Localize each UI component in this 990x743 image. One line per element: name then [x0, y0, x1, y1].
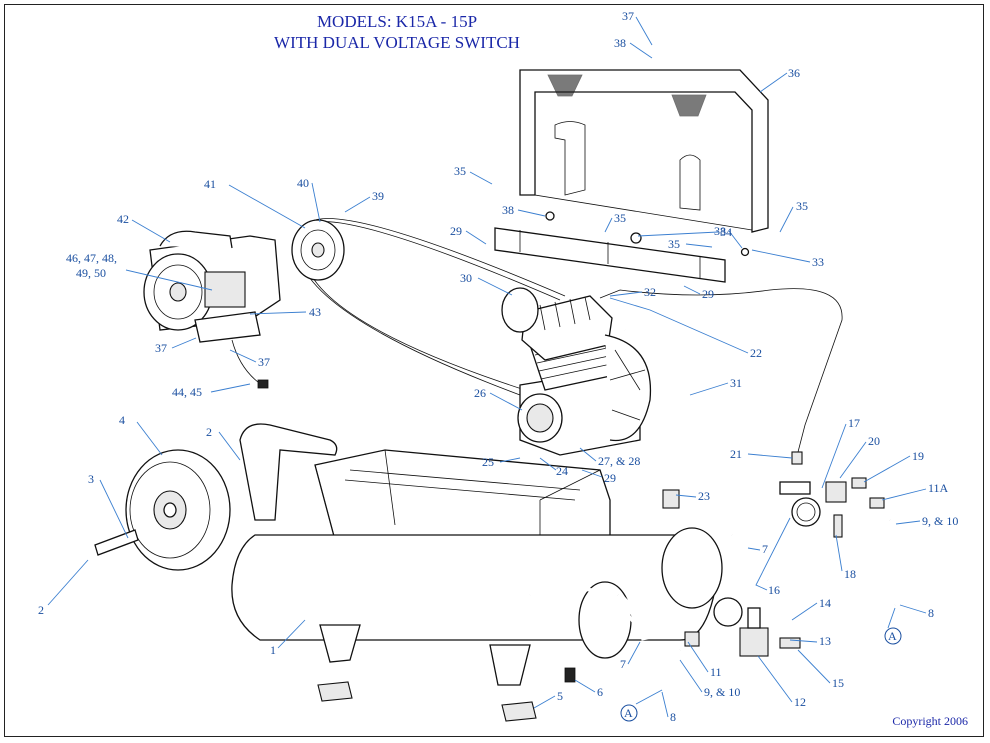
outlet-tube: [624, 328, 686, 509]
callout-40: 40: [297, 176, 309, 190]
callout-2: 2: [38, 603, 44, 617]
diagram-frame: [4, 4, 984, 737]
callout-34: 34: [720, 225, 732, 239]
callout-27-28: 27, & 28: [598, 454, 640, 468]
copyright-note: Copyright 2006: [892, 714, 968, 728]
callout-17: 17: [848, 416, 860, 430]
callout-14: 14: [819, 596, 831, 610]
callout-3: 3: [88, 472, 94, 486]
callout-43: 43: [309, 305, 321, 319]
callout-32: 32: [644, 285, 656, 299]
callout-19: 19: [912, 449, 924, 463]
connection-markers: A A: [620, 627, 902, 722]
diagram-title-models: MODELS: K15A - 15P: [316, 12, 478, 31]
callout-37: 37: [622, 9, 634, 23]
belt-guard: [519, 69, 769, 233]
callout-20: 20: [868, 434, 880, 448]
callout-38: 38: [714, 224, 726, 238]
marker-a-right: A: [888, 629, 897, 643]
air-tank: [231, 527, 723, 686]
callout-37: 37: [155, 341, 167, 355]
callout-8: 8: [670, 710, 676, 724]
rubber-feet: [317, 681, 537, 722]
callout-38: 38: [502, 203, 514, 217]
callout-44-45: 44, 45: [172, 385, 202, 399]
callout-6: 6: [597, 685, 603, 699]
wheel: [94, 449, 231, 571]
callout-23: 23: [698, 489, 710, 503]
callout-35: 35: [668, 237, 680, 251]
callout-29: 29: [604, 471, 616, 485]
callout-35: 35: [454, 164, 466, 178]
callout-21: 21: [730, 447, 742, 461]
callout-38: 38: [614, 36, 626, 50]
callout-49-50: 49, 50: [76, 266, 106, 280]
callout-36: 36: [788, 66, 800, 80]
callout-37: 37: [258, 355, 270, 369]
callout-35: 35: [796, 199, 808, 213]
pressure-switch-manifold: [779, 477, 906, 606]
callout-11A: 11A: [928, 481, 949, 495]
rubber-handles: [615, 531, 772, 641]
callout-30: 30: [460, 271, 472, 285]
callout-4: 4: [119, 413, 125, 427]
callout-35: 35: [614, 211, 626, 225]
callout-8: 8: [928, 606, 934, 620]
diagram-title-switch: WITH DUAL VOLTAGE SWITCH: [274, 33, 520, 52]
marker-a-bottom: A: [624, 706, 633, 720]
power-cord: [231, 339, 269, 389]
callout-2: 2: [206, 425, 212, 439]
callout-29: 29: [702, 287, 714, 301]
callout-18: 18: [844, 567, 856, 581]
callout-5: 5: [557, 689, 563, 703]
callout-41: 41: [204, 177, 216, 191]
air-compressor-pump: [501, 287, 652, 456]
callout-24: 24: [556, 464, 568, 478]
callout-15: 15: [832, 676, 844, 690]
callout-26: 26: [474, 386, 486, 400]
callout-31: 31: [730, 376, 742, 390]
callout-29: 29: [450, 224, 462, 238]
guard-bracket: [494, 211, 750, 283]
callout-33: 33: [812, 255, 824, 269]
callout-16: 16: [768, 583, 780, 597]
callout-1: 1: [270, 643, 276, 657]
callout-39: 39: [372, 189, 384, 203]
callout-12: 12: [794, 695, 806, 709]
electric-motor: [143, 230, 281, 343]
callout-46-47-48: 46, 47, 48,: [66, 251, 117, 265]
callout-25: 25: [482, 455, 494, 469]
callout-9-10: 9, & 10: [922, 514, 958, 528]
callout-22: 22: [750, 346, 762, 360]
callout-7: 7: [762, 542, 768, 556]
callout-7: 7: [620, 657, 626, 671]
callout-11: 11: [710, 665, 722, 679]
callout-9-10: 9, & 10: [704, 685, 740, 699]
callout-42: 42: [117, 212, 129, 226]
callout-labels: 37 38 36 35 38 35 34 35 38 35 33 29 29 4…: [38, 9, 958, 724]
leader-lines: [47, 16, 927, 718]
callout-13: 13: [819, 634, 831, 648]
motor-pulley: [291, 219, 345, 281]
